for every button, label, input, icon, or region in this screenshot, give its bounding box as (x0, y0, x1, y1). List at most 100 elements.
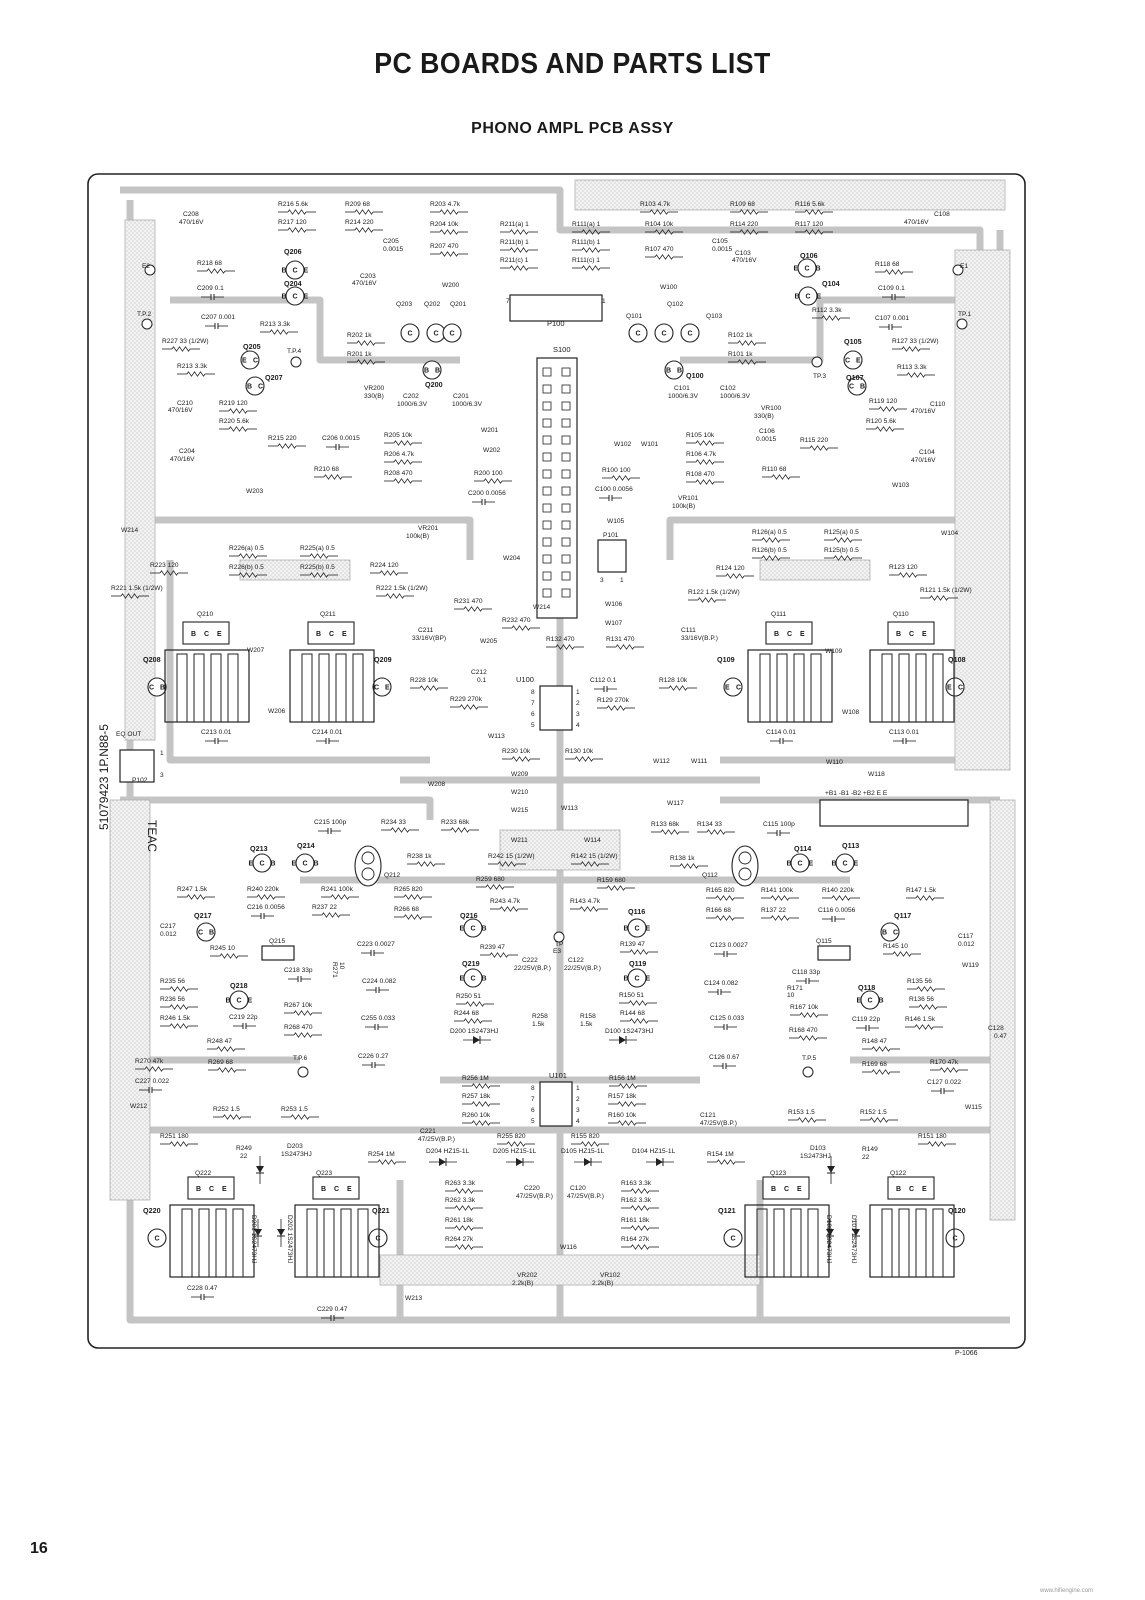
resistor-symbol (277, 443, 297, 449)
pin-letter: C (376, 1236, 381, 1243)
transistor-q215 (261, 945, 295, 961)
part-label: R256 1M (462, 1075, 489, 1082)
transistor-label: Q100 (686, 371, 704, 380)
pin-letter: B (677, 368, 682, 375)
part-label: R120 5.6k (866, 418, 897, 425)
part-label: C127 0.022 (927, 1079, 961, 1086)
part-label: R253 1.5 (281, 1106, 308, 1113)
part-label: R104 10k (645, 221, 674, 228)
part-label: 0.1 (477, 677, 486, 684)
part-label: 47/25V(B.P.) (516, 1193, 553, 1200)
part-label: C221 (420, 1128, 436, 1135)
transistor-label: Q118 (858, 983, 875, 992)
transistor-array-element: C (400, 323, 420, 343)
part-label: D103 (810, 1145, 826, 1152)
pin-letter: B (879, 998, 884, 1005)
part-label: R248 47 (207, 1038, 232, 1045)
part-label: R167 10k (790, 1004, 819, 1011)
part-label: R224 120 (370, 562, 399, 569)
fet-pair (731, 845, 759, 887)
page-subtitle: PHONO AMPL PCB ASSY (471, 120, 674, 137)
part-label: R255 820 (497, 1133, 526, 1140)
part-label: R226(a) 0.5 (229, 545, 264, 552)
resistor-symbol (144, 1066, 164, 1072)
part-label: R216 5.6k (278, 201, 309, 208)
part-label: C216 0.0056 (247, 904, 285, 911)
pin-letter: E (385, 685, 390, 692)
resistor-symbol (509, 265, 529, 271)
part-label: Q203 (396, 301, 412, 308)
transistor-array-element: C (442, 323, 462, 343)
transistor-label: Q216 (460, 911, 478, 920)
svg-text:C: C (204, 631, 209, 638)
part-label: Q122 (890, 1170, 906, 1177)
transistor-label: Q204 (284, 279, 302, 288)
pin-letter: C (237, 998, 242, 1005)
resistor-symbol (120, 593, 140, 599)
part-label: Q201 (450, 301, 466, 308)
resistor-symbol (715, 895, 735, 901)
part-label: C215 100p (314, 819, 347, 826)
resistor-symbol (485, 884, 505, 890)
part-label: R139 47 (620, 941, 645, 948)
part-label: VR200 (364, 385, 384, 392)
transistor-q121: C (723, 1228, 743, 1248)
part-label: R236 56 (160, 996, 185, 1003)
resistor-symbol (450, 827, 470, 833)
part-label: R111(c) 1 (572, 257, 600, 264)
part-label: D200 1S2473HJ (450, 1028, 498, 1035)
pin-letter: E (292, 861, 297, 868)
pin-letter: E (854, 861, 859, 868)
diode-symbol (646, 1158, 674, 1166)
resistor-symbol (439, 209, 459, 215)
pin-letter: C (868, 998, 873, 1005)
part-label: C107 0.001 (875, 315, 909, 322)
part-label: R227 33 (1/2W) (162, 338, 209, 345)
pin-letter: E (856, 358, 861, 365)
part-label: R206 4.7k (384, 451, 415, 458)
resistor-symbol (739, 229, 759, 235)
transistor-label: Q205 (243, 342, 261, 351)
part-label: W109 (825, 648, 843, 655)
pin-letter: C (849, 384, 854, 391)
diode-symbol (429, 1158, 457, 1166)
part-label: C124 0.082 (704, 980, 738, 987)
svg-text:C: C (636, 331, 641, 338)
part-label: R254 1M (368, 1151, 395, 1158)
part-label: Q103 (706, 313, 722, 320)
part-label: R221 1.5k (1/2W) (111, 585, 163, 592)
part-label: Q123 (770, 1170, 786, 1177)
part-label: R215 220 (268, 435, 297, 442)
part-label: 33/16V(BP) (412, 635, 446, 642)
pin-number: 1 (160, 750, 164, 757)
resistor-symbol (737, 340, 757, 346)
transistor-label: Q208 (143, 655, 161, 664)
resistor-symbol (906, 372, 926, 378)
part-label: C119 22p (852, 1016, 880, 1023)
svg-text:B: B (191, 631, 196, 638)
pin-letter: B (860, 384, 865, 391)
part-label: C228 0.47 (187, 1285, 218, 1292)
resistor-symbol (403, 894, 423, 900)
part-label: R149 (862, 1146, 878, 1153)
pin-number: 8 (531, 689, 535, 696)
part-label: W203 (246, 488, 264, 495)
part-label: R165 820 (706, 887, 735, 894)
part-label: R158 (580, 1013, 596, 1020)
fet-pair (354, 845, 382, 887)
part-label: P101 (603, 532, 619, 539)
pin-number: 1 (620, 577, 624, 584)
part-label: C120 (570, 1185, 586, 1192)
part-label: R117 120 (795, 221, 823, 228)
part-label: C218 33p (284, 967, 313, 974)
part-label: R169 68 (862, 1061, 887, 1068)
part-label: R107 470 (645, 246, 674, 253)
pin-number: 3 (576, 1107, 580, 1114)
svg-text:B: B (316, 631, 321, 638)
diode-symbol (852, 1219, 860, 1247)
